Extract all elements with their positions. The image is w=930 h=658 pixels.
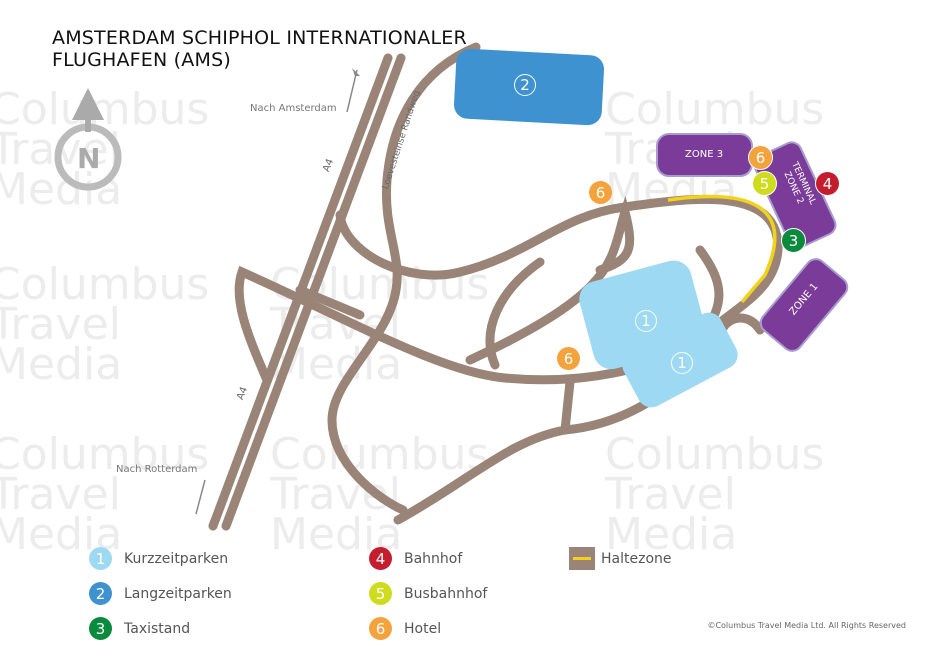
halt-zone-icon: [569, 547, 595, 570]
inner-road: [485, 257, 545, 370]
marker-hotel[interactable]: 6: [589, 181, 612, 204]
marker-hotel[interactable]: 6: [557, 347, 580, 370]
compass-north: N: [77, 142, 101, 175]
inner-road: [465, 195, 635, 365]
copyright: ©Columbus Travel Media Ltd. All Rights R…: [707, 621, 906, 630]
marker-hotel[interactable]: 6: [748, 145, 773, 170]
watermark: Columbus Travel Media: [605, 429, 825, 560]
marker-train-station[interactable]: 4: [815, 171, 840, 196]
terminal-zone-1[interactable]: [757, 255, 852, 355]
zone3-label: ZONE 3: [685, 149, 724, 160]
connector-road: [295, 285, 365, 320]
halt-zone: [667, 194, 777, 304]
compass: [54, 88, 122, 191]
marker-parking-1[interactable]: 1: [671, 352, 693, 374]
marker-taxi-stand[interactable]: 3: [781, 228, 806, 253]
ring-road: [234, 194, 783, 385]
legend-halt-zone: Haltezone: [569, 547, 672, 570]
marker-bus-station[interactable]: 5: [752, 171, 777, 196]
arrow-amsterdam: [346, 69, 358, 113]
marker-parking-1[interactable]: 1: [635, 310, 657, 332]
randweg-road: [327, 42, 481, 515]
roads: [208, 42, 783, 531]
watermark: Columbus Travel Media: [0, 259, 210, 390]
arrow-rotterdam: [195, 479, 206, 515]
label-to-rotterdam: Nach Rotterdam: [116, 464, 198, 475]
marker-parking-2[interactable]: 2: [514, 74, 536, 96]
south-road: [393, 313, 765, 525]
connector-road: [560, 377, 575, 435]
label-to-amsterdam: Nach Amsterdam: [250, 103, 337, 114]
